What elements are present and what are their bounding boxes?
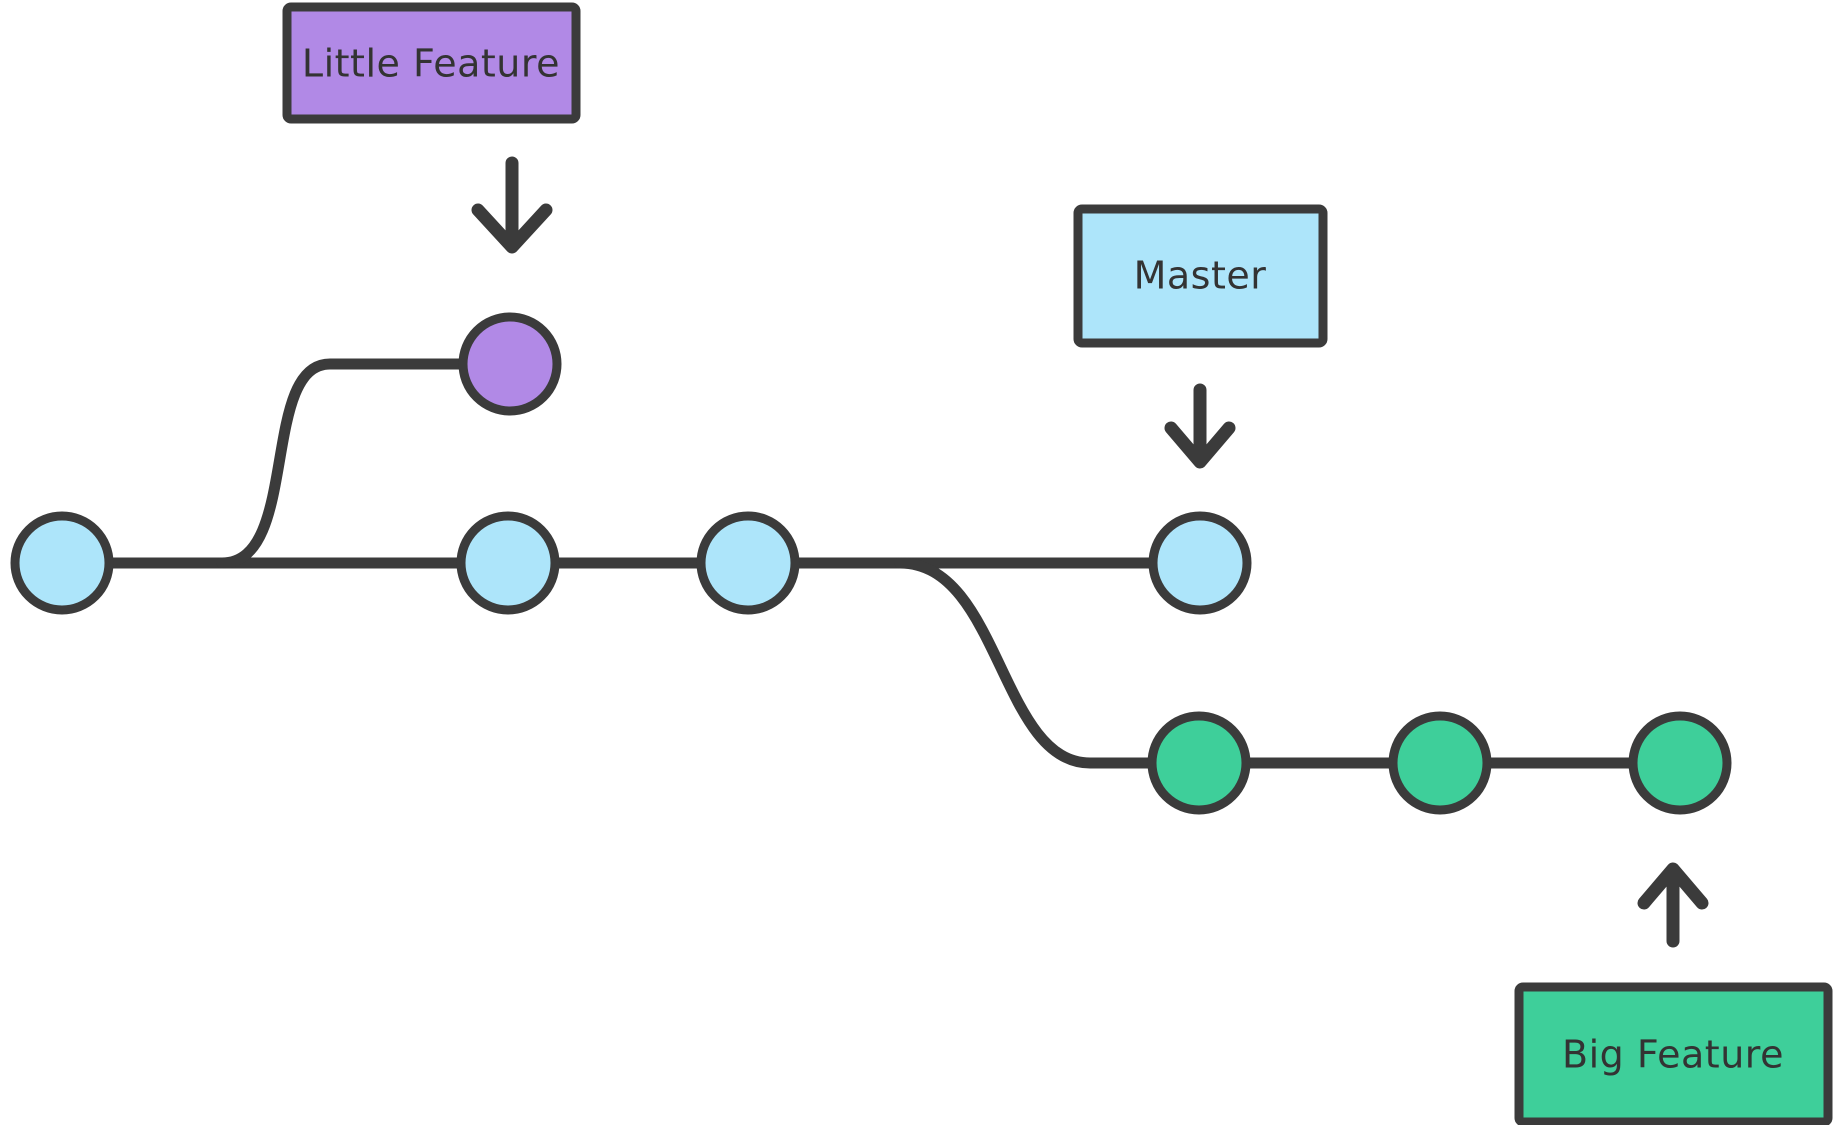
little-feature-label-box[interactable] [282, 2, 581, 124]
label-big-feature[interactable]: Big Feature [1514, 982, 1833, 1125]
little-feature-label-text: Little Feature [302, 42, 560, 86]
label-master[interactable]: Master [1073, 204, 1328, 348]
commit-node-master-4[interactable] [1148, 511, 1252, 615]
big-feature-label-box[interactable] [1514, 982, 1833, 1125]
master-branch-commits [10, 511, 1252, 615]
big-feature-branch-commits [1147, 711, 1732, 815]
big-feature-branch-line [894, 557, 1205, 769]
commit-node-big-feature-2[interactable] [1388, 711, 1492, 815]
commit-node-master-1[interactable] [10, 511, 114, 615]
commit-node-big-feature-3[interactable] [1628, 711, 1732, 815]
big-feature-label-text: Big Feature [1562, 1033, 1784, 1077]
little-feature-branch-commits [458, 312, 562, 416]
pointer-arrows [471, 156, 1709, 948]
arrow-down-icon [471, 156, 553, 254]
arrow-up-big-feature [1637, 862, 1709, 948]
master-label-text: Master [1134, 254, 1267, 298]
arrow-down-little-feature [471, 156, 553, 254]
arrow-down-master [1164, 383, 1236, 469]
commit-node-little-feature-1[interactable] [458, 312, 562, 416]
commit-node-master-3[interactable] [696, 511, 800, 615]
commit-node-big-feature-1[interactable] [1147, 711, 1251, 815]
little-feature-branch-line [216, 358, 516, 569]
arrow-down-icon [1164, 383, 1236, 469]
arrow-up-icon [1637, 862, 1709, 948]
commit-node-master-2[interactable] [456, 511, 560, 615]
connector-lines [56, 358, 1686, 769]
master-label-box[interactable] [1073, 204, 1328, 348]
label-little-feature[interactable]: Little Feature [282, 2, 581, 124]
